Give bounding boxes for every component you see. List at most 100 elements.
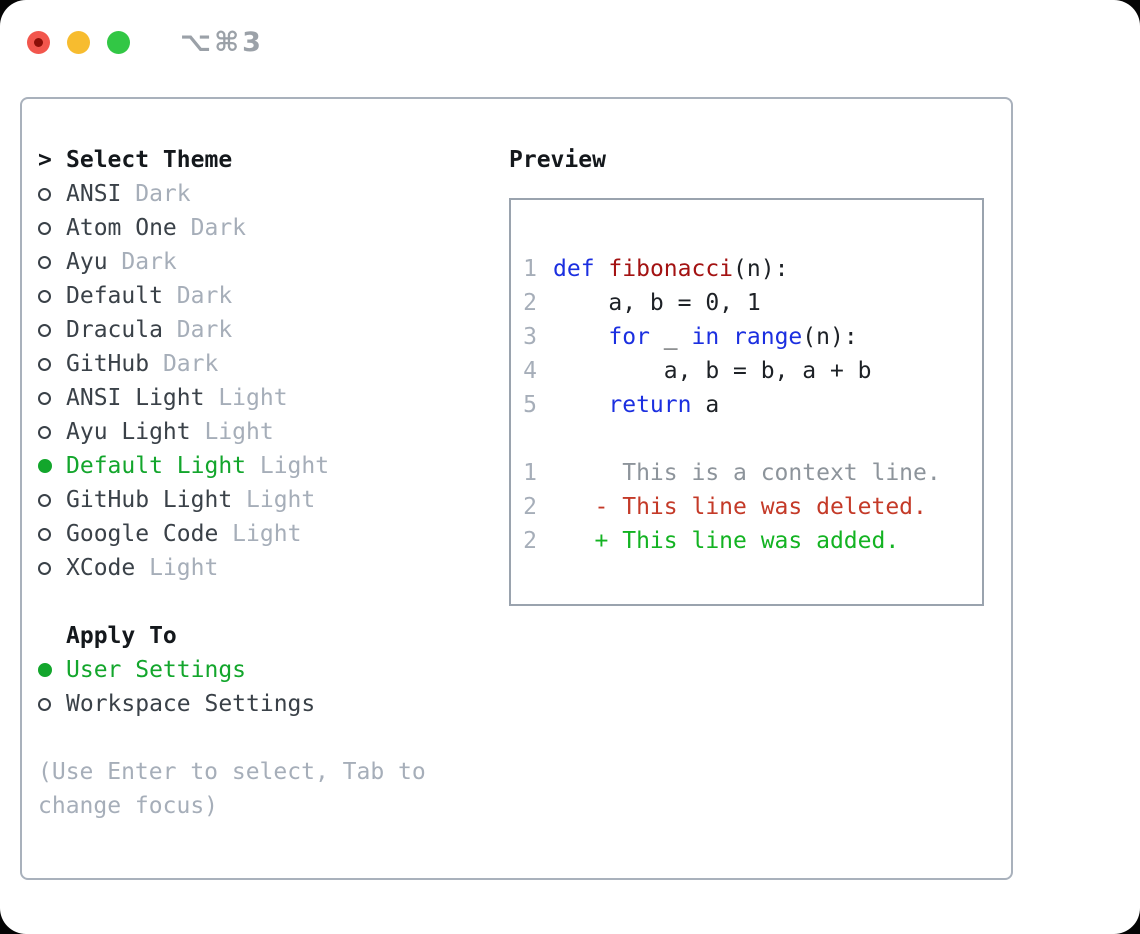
theme-name: GitHub Light: [66, 487, 233, 513]
code-tokens: - This line was deleted.: [553, 490, 927, 524]
apply-to-name: User Settings: [66, 657, 247, 683]
apply-to-option[interactable]: User Settings: [38, 653, 503, 687]
code-tokens: a, b = 0, 1: [553, 286, 760, 320]
code-line: 2 + This line was added.: [523, 524, 982, 558]
theme-name: GitHub: [66, 351, 150, 377]
code-token: (n):: [733, 256, 789, 282]
caret-icon: >: [38, 147, 52, 173]
radio-slot: [38, 561, 66, 575]
code-token: [595, 256, 609, 282]
radio-icon: [38, 221, 51, 235]
theme-option[interactable]: GitHub Light Light: [38, 483, 503, 517]
theme-variant-tag: Light: [204, 385, 288, 411]
code-token: [553, 324, 608, 350]
theme-variant-tag: Light: [232, 487, 316, 513]
theme-option[interactable]: Ayu Dark: [38, 245, 503, 279]
theme-option[interactable]: ANSI Dark: [38, 177, 503, 211]
theme-variant-tag: Light: [246, 453, 330, 479]
apply-to-title: Apply To: [66, 623, 177, 649]
theme-name: Ayu: [66, 249, 108, 275]
code-token: return: [608, 392, 692, 418]
radio-icon: [38, 425, 51, 439]
radio-slot: [38, 663, 66, 677]
theme-option[interactable]: Dracula Dark: [38, 313, 503, 347]
focus-caret: >: [38, 143, 66, 177]
theme-variant-tag: Dark: [162, 283, 233, 309]
radio-icon: [38, 391, 51, 405]
keyboard-shortcut-label: ⌥⌘3: [180, 27, 264, 58]
theme-option[interactable]: GitHub Dark: [38, 347, 503, 381]
radio-slot: [38, 527, 66, 541]
apply-to-option[interactable]: Workspace Settings: [38, 687, 503, 721]
radio-selected-icon: [38, 663, 52, 677]
theme-variant-tag: Dark: [107, 249, 177, 275]
radio-icon: [38, 255, 51, 269]
radio-slot: [38, 323, 66, 337]
line-number: 2: [523, 528, 537, 554]
theme-name: ANSI: [66, 181, 122, 207]
code-token: a, b = b, a + b: [553, 358, 872, 384]
theme-option[interactable]: Ayu Light Light: [38, 415, 503, 449]
theme-option[interactable]: XCode Light: [38, 551, 503, 585]
code-token: _: [649, 324, 692, 350]
radio-icon: [38, 323, 51, 337]
theme-name: XCode: [66, 555, 136, 581]
hint-line: (Use Enter to select, Tab to: [38, 759, 426, 785]
code-tokens: return a: [553, 388, 719, 422]
select-theme-header: > Select Theme: [38, 143, 503, 177]
code-token: for: [608, 324, 650, 350]
theme-option[interactable]: Default Light Light: [38, 449, 503, 483]
panel-title: Select Theme: [66, 147, 233, 173]
code-token: range: [733, 324, 803, 350]
radio-icon: [38, 561, 51, 575]
apply-to-header: Apply To: [38, 619, 503, 653]
radio-icon: [38, 697, 51, 711]
line-number: 5: [523, 392, 537, 418]
radio-slot: [38, 459, 66, 473]
code-token: (n):: [802, 324, 858, 350]
radio-slot: [38, 255, 66, 269]
titlebar: ⌥⌘3: [27, 27, 264, 58]
line-number: 1: [523, 256, 537, 282]
close-button[interactable]: [27, 31, 50, 54]
theme-option[interactable]: Default Dark: [38, 279, 503, 313]
radio-slot: [38, 425, 66, 439]
code-token: [719, 324, 733, 350]
theme-name: ANSI Light: [66, 385, 205, 411]
radio-slot: [38, 391, 66, 405]
code-token: + This line was added.: [553, 528, 900, 554]
radio-slot: [38, 289, 66, 303]
theme-option[interactable]: Atom One Dark: [38, 211, 503, 245]
radio-icon: [38, 493, 51, 507]
theme-option[interactable]: ANSI Light Light: [38, 381, 503, 415]
line-number: 1: [523, 460, 537, 486]
radio-slot: [38, 357, 66, 371]
radio-icon: [38, 527, 51, 541]
radio-icon: [38, 289, 51, 303]
code-token: in: [691, 324, 720, 350]
theme-variant-tag: Light: [190, 419, 274, 445]
code-tokens: This is a context line.: [553, 456, 941, 490]
theme-option[interactable]: Google Code Light: [38, 517, 503, 551]
theme-name: Dracula: [66, 317, 163, 343]
theme-name: Default: [66, 283, 163, 309]
spacer: [38, 585, 503, 619]
zoom-button[interactable]: [107, 31, 130, 54]
code-line: 3 for _ in range(n):: [523, 320, 982, 354]
theme-variant-tag: Dark: [162, 317, 233, 343]
radio-slot: [38, 187, 66, 201]
theme-variant-tag: Dark: [149, 351, 219, 377]
code-tokens: for _ in range(n):: [553, 320, 858, 354]
minimize-button[interactable]: [67, 31, 90, 54]
line-number: 2: [523, 290, 537, 316]
theme-variant-tag: Dark: [121, 181, 191, 207]
